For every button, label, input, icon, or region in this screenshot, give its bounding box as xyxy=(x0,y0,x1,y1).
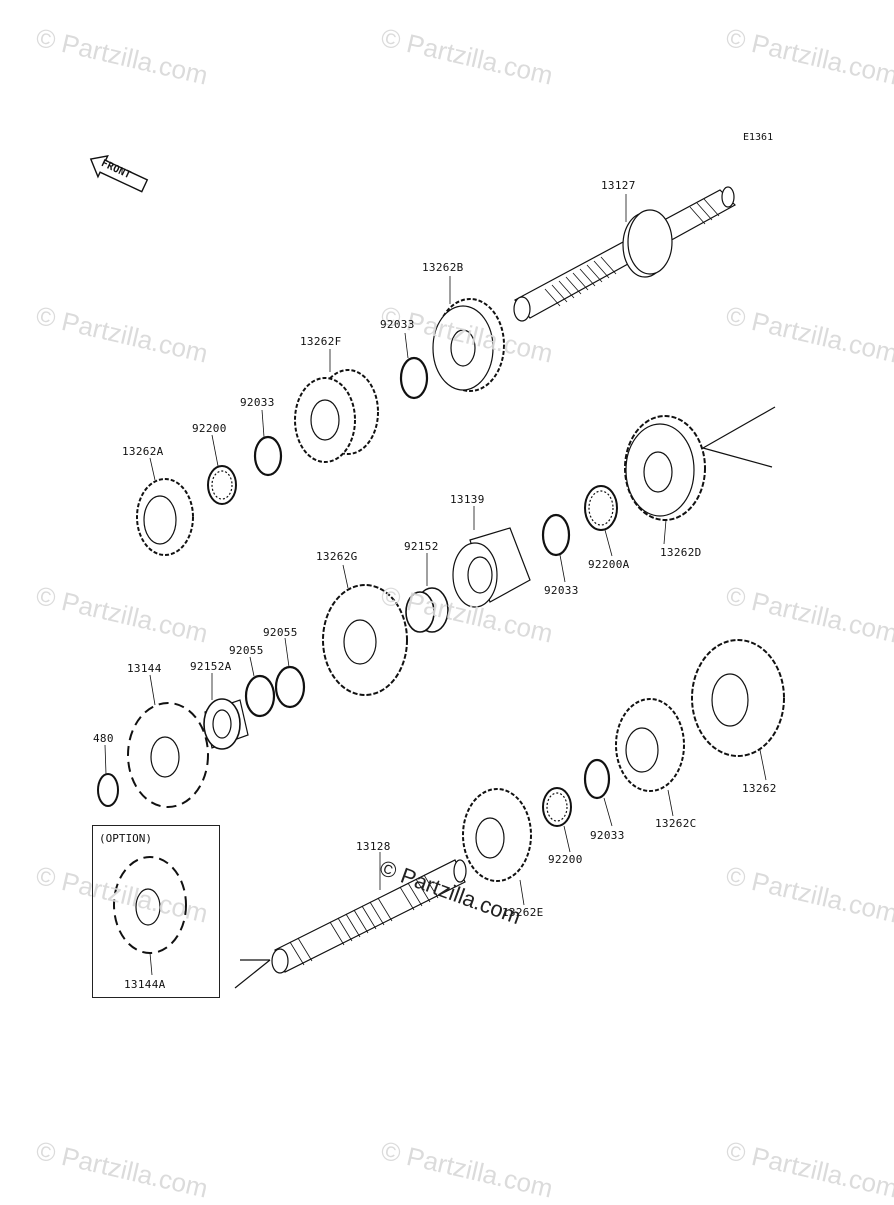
diagram-code: E1361 xyxy=(743,132,774,143)
washer-92200-upper-icon xyxy=(207,465,237,505)
part-label[interactable]: 13144A xyxy=(124,978,166,991)
front-arrow-icon xyxy=(89,154,149,193)
gear-13262F-icon xyxy=(294,369,379,463)
part-label[interactable]: 92200A xyxy=(588,558,630,571)
part-label[interactable]: 13262B xyxy=(422,261,464,274)
sprocket-13144-icon xyxy=(127,702,209,808)
part-label[interactable]: 13144 xyxy=(127,662,162,675)
part-label[interactable]: 13262E xyxy=(502,906,544,919)
gear-13262B-icon xyxy=(432,298,505,392)
part-label[interactable]: 13262 xyxy=(742,782,777,795)
gear-13262-icon xyxy=(691,639,785,757)
gear-13262C-icon xyxy=(615,698,685,792)
circlip-480-icon xyxy=(97,773,119,807)
part-label[interactable]: 13262F xyxy=(300,335,342,348)
part-label[interactable]: 13127 xyxy=(601,179,636,192)
part-label[interactable]: 92033 xyxy=(380,318,415,331)
collar-13139-icon xyxy=(452,527,531,608)
part-label[interactable]: 92033 xyxy=(544,584,579,597)
gear-13262G-icon xyxy=(322,584,408,696)
transmission-diagram xyxy=(89,154,785,989)
collar-92152A-icon xyxy=(203,698,249,750)
part-label[interactable]: 13262C xyxy=(655,817,697,830)
circlip-92033-right-icon xyxy=(541,513,571,557)
gear-13262A-icon xyxy=(136,478,194,556)
part-label[interactable]: 92055 xyxy=(229,644,264,657)
oring-92055-icon xyxy=(244,665,306,718)
part-label[interactable]: 92055 xyxy=(263,626,298,639)
circlip-92033-upper-icon xyxy=(399,356,429,400)
part-label[interactable]: 92033 xyxy=(240,396,275,409)
part-label[interactable]: 13128 xyxy=(356,840,391,853)
washer-92200-lower-icon xyxy=(542,787,572,827)
part-label[interactable]: 480 xyxy=(93,732,114,745)
part-label[interactable]: 13262A xyxy=(122,445,164,458)
part-label[interactable]: 92033 xyxy=(590,829,625,842)
option-box: (OPTION) xyxy=(92,825,220,998)
part-label[interactable]: 92152 xyxy=(404,540,439,553)
gear-13262D-icon xyxy=(624,415,706,521)
sprocket-13144A-icon xyxy=(113,856,187,954)
part-label[interactable]: 13262D xyxy=(660,546,702,559)
part-label[interactable]: 92152A xyxy=(190,660,232,673)
gear-13262E-icon xyxy=(462,788,532,882)
option-title: (OPTION) xyxy=(99,832,152,845)
shaft-13127-icon xyxy=(513,186,736,322)
part-label[interactable]: 92200 xyxy=(548,853,583,866)
circlip-92033-mid-icon xyxy=(253,435,283,477)
part-label[interactable]: 13262G xyxy=(316,550,358,563)
shaft-13128-icon xyxy=(271,859,467,974)
bushing-92152-icon xyxy=(405,587,449,633)
circlip-92033-lower-icon xyxy=(583,758,611,800)
washer-92200A-icon xyxy=(584,485,618,531)
part-label[interactable]: 13139 xyxy=(450,493,485,506)
part-label[interactable]: 92200 xyxy=(192,422,227,435)
